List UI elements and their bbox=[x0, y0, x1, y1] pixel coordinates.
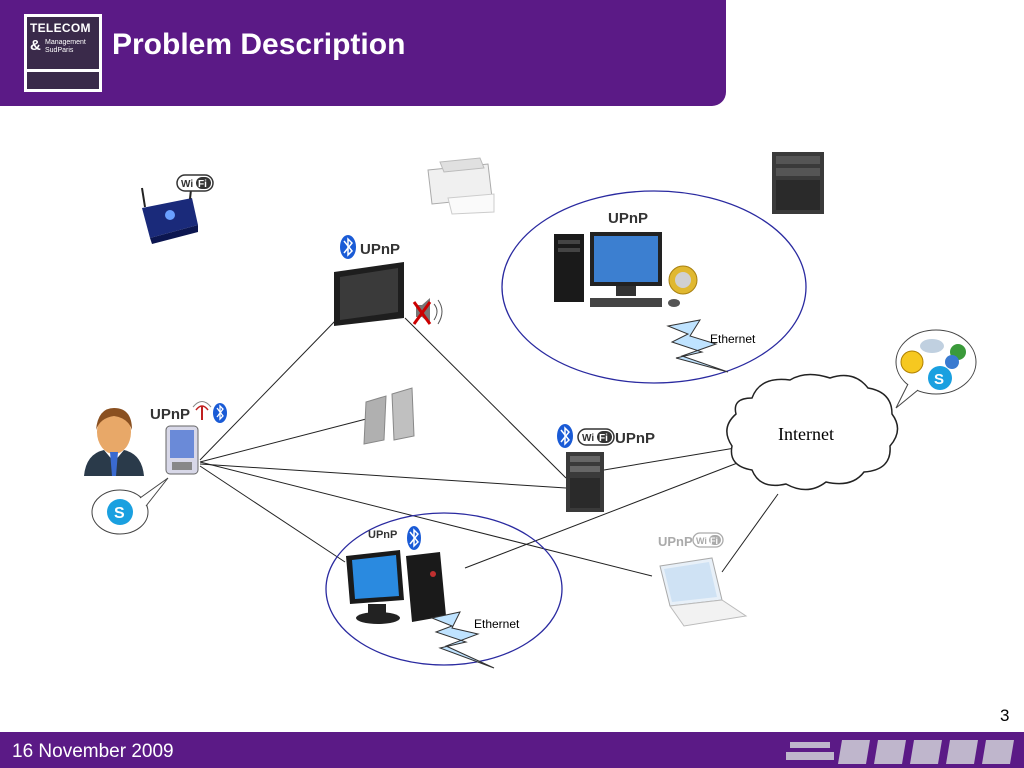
bluetooth-icon bbox=[340, 235, 356, 259]
bottom-upnp-label: UPnP bbox=[368, 529, 397, 541]
svg-text:Fi: Fi bbox=[710, 536, 718, 546]
antenna-icon bbox=[192, 401, 212, 420]
skype-bubble-icon: S bbox=[91, 477, 169, 535]
bluetooth-icon bbox=[213, 403, 227, 423]
svg-text:Fi: Fi bbox=[198, 179, 207, 190]
connection-lines bbox=[199, 317, 779, 577]
tv-icon bbox=[334, 262, 404, 326]
lightning-bottom-icon bbox=[430, 611, 495, 669]
header-bar bbox=[0, 0, 726, 106]
footer-date: 16 November 2009 bbox=[12, 741, 174, 762]
person-icon bbox=[84, 408, 144, 476]
desktop-computer-icon bbox=[554, 232, 680, 307]
logo-line2: & bbox=[30, 37, 41, 54]
telecom-logo: TELECOM & Management SudParis bbox=[24, 14, 102, 92]
svg-text:S: S bbox=[114, 505, 125, 522]
server-icon bbox=[772, 152, 824, 214]
wifi-router-icon bbox=[141, 179, 198, 244]
speakers-icon bbox=[363, 387, 415, 445]
svg-text:S: S bbox=[934, 371, 944, 388]
top-ellipse bbox=[501, 190, 807, 384]
messenger-bubble-icon: S bbox=[895, 329, 977, 409]
svg-text:Wi: Wi bbox=[181, 179, 193, 190]
page-title: Problem Description bbox=[112, 28, 406, 61]
logo-line1: TELECOM bbox=[30, 21, 91, 35]
pc-tower-icon bbox=[566, 452, 604, 512]
bottom-ellipse bbox=[325, 512, 563, 666]
pda-upnp-label: UPnP bbox=[150, 406, 190, 423]
bottom-desktop-icon bbox=[346, 550, 446, 624]
footer-logo-icon bbox=[786, 736, 1018, 766]
pda-icon bbox=[165, 425, 199, 475]
bluetooth-icon bbox=[557, 424, 573, 448]
logo-line3: Management SudParis bbox=[45, 39, 86, 54]
internet-cloud-icon bbox=[726, 373, 899, 491]
ethernet-bottom-label: Ethernet bbox=[474, 617, 520, 631]
tv-upnp-label: UPnP bbox=[360, 241, 400, 258]
lightning-top-icon bbox=[666, 319, 729, 373]
laptop-icon bbox=[659, 557, 748, 627]
printer-icon bbox=[427, 157, 495, 215]
internet-label: Internet bbox=[778, 424, 834, 444]
svg-text:Fi: Fi bbox=[599, 433, 608, 444]
wifi-logo-icon: Wi Fi bbox=[692, 532, 724, 548]
euro-coin-icon bbox=[668, 265, 698, 295]
svg-text:Wi: Wi bbox=[696, 536, 707, 546]
desktop-upnp-label: UPnP bbox=[608, 210, 648, 227]
bluetooth-icon bbox=[407, 526, 421, 550]
svg-text:Wi: Wi bbox=[582, 433, 594, 444]
wifi-logo-icon: Wi Fi bbox=[577, 428, 615, 446]
logo-strip bbox=[27, 72, 99, 89]
wifi-logo-icon: Wi Fi bbox=[176, 174, 214, 192]
ethernet-top-label: Ethernet bbox=[710, 332, 756, 346]
page-number: 3 bbox=[1000, 706, 1010, 725]
laptop-upnp-label: UPnP bbox=[658, 534, 693, 549]
pc-upnp-label: UPnP bbox=[615, 430, 655, 447]
muted-speaker-icon bbox=[412, 298, 443, 325]
